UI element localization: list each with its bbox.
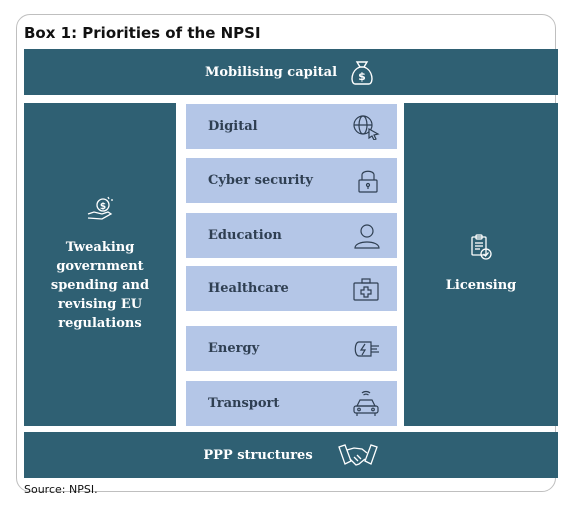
clipboard-check-icon [470, 234, 492, 260]
item-label: Cyber security [208, 173, 313, 188]
item-transport: Transport [186, 381, 397, 426]
ppp-structures-band: PPP structures [24, 432, 558, 478]
battery-plug-icon [351, 339, 381, 359]
item-healthcare: Healthcare [186, 266, 397, 311]
item-education: Education [186, 213, 397, 258]
globe-cursor-icon [351, 114, 381, 140]
licensing-panel: Licensing [404, 103, 558, 426]
padlock-icon [355, 168, 381, 194]
government-spending-panel: $ Tweaking government spending and revis… [24, 103, 176, 426]
item-digital: Digital [186, 104, 397, 149]
licensing-label: Licensing [445, 278, 517, 293]
government-spending-label: Tweaking government spending and revisin… [50, 240, 150, 331]
mobilising-capital-label: Mobilising capital [204, 64, 338, 80]
item-label: Transport [208, 396, 280, 411]
svg-text:$: $ [100, 202, 106, 212]
item-label: Healthcare [208, 281, 289, 296]
mobilising-capital-band: Mobilising capital $ [24, 49, 558, 95]
car-icon [351, 389, 381, 419]
source-note: Source: NPSI. [24, 483, 98, 496]
item-energy: Energy [186, 326, 397, 371]
medical-kit-icon [351, 276, 381, 302]
money-bag-icon: $ [347, 58, 377, 86]
svg-text:$: $ [358, 70, 366, 83]
hand-coin-icon: $ [86, 196, 114, 222]
handshake-icon [337, 441, 379, 469]
box-title: Box 1: Priorities of the NPSI [24, 24, 261, 42]
item-cyber-security: Cyber security [186, 158, 397, 203]
item-label: Digital [208, 119, 258, 134]
item-label: Energy [208, 341, 260, 356]
ppp-structures-label: PPP structures [203, 447, 313, 463]
item-label: Education [208, 228, 282, 243]
person-icon [353, 223, 381, 249]
